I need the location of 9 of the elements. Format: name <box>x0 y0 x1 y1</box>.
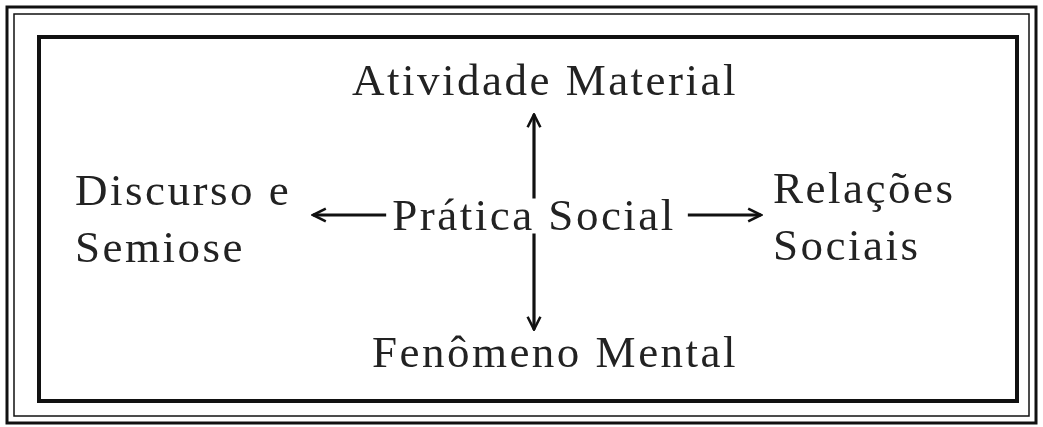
arrow <box>526 233 542 331</box>
arrow <box>687 207 763 223</box>
text-label: Discurso e Semiose <box>75 162 325 276</box>
arrow <box>526 113 542 199</box>
text-label: Relações Sociais <box>773 160 1003 274</box>
arrow <box>311 207 387 223</box>
text-label: Fenômeno Mental <box>371 323 739 381</box>
text-label: Prática Social <box>392 186 676 244</box>
text-label: Atividade Material <box>351 51 739 109</box>
